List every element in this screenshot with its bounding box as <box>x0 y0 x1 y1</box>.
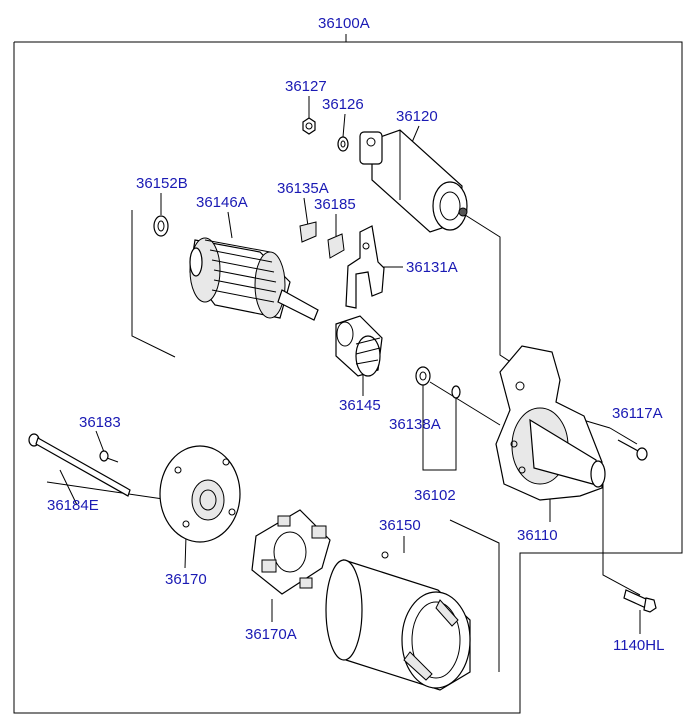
label-pinion[interactable]: 36145 <box>339 397 381 414</box>
label-yoke[interactable]: 36150 <box>379 517 421 534</box>
washer-icon <box>153 215 169 237</box>
end-cover-icon <box>159 445 241 543</box>
bracket-icon <box>495 345 606 501</box>
label-front-bracket[interactable]: 36110 <box>517 527 558 544</box>
label-seal[interactable]: 36138A <box>389 416 441 433</box>
bolt-icon <box>28 433 131 497</box>
label-nut[interactable]: 36127 <box>285 78 327 95</box>
plate-icon <box>299 221 317 243</box>
label-plate-a[interactable]: 36135A <box>277 180 329 197</box>
nut-icon <box>302 117 316 135</box>
yoke-icon <box>325 551 471 691</box>
label-washer-set[interactable]: 36102 <box>414 487 456 504</box>
pinion-gear-icon <box>335 315 383 377</box>
label-armature[interactable]: 36146A <box>196 194 248 211</box>
brush-holder-icon <box>251 509 331 595</box>
label-plate-b[interactable]: 36185 <box>314 196 356 213</box>
label-lever[interactable]: 36131A <box>406 259 458 276</box>
label-assembly[interactable]: 36100A <box>318 15 370 32</box>
solenoid-icon <box>359 129 468 233</box>
label-brush-holder[interactable]: 36170A <box>245 626 297 643</box>
bolt-icon <box>617 439 648 461</box>
assembly-frame <box>13 34 683 714</box>
bolt-icon <box>99 450 119 463</box>
bolt-icon <box>623 589 657 613</box>
label-rear-cover[interactable]: 36170 <box>165 571 207 588</box>
armature-icon <box>189 237 319 321</box>
label-mount-bolt[interactable]: 1140HL <box>613 637 665 654</box>
label-solenoid[interactable]: 36120 <box>396 108 438 125</box>
label-screw[interactable]: 36183 <box>79 414 121 431</box>
washer-icon <box>415 366 431 386</box>
label-washer-small[interactable]: 36126 <box>322 96 364 113</box>
washer-icon <box>337 136 349 152</box>
plate-icon <box>327 233 345 259</box>
label-bracket-bolt[interactable]: 36117A <box>612 405 663 422</box>
lever-icon <box>345 225 385 309</box>
label-washer-armature[interactable]: 36152B <box>136 175 188 192</box>
washer-icon <box>451 385 461 399</box>
label-through-bolt[interactable]: 36184E <box>47 497 99 514</box>
